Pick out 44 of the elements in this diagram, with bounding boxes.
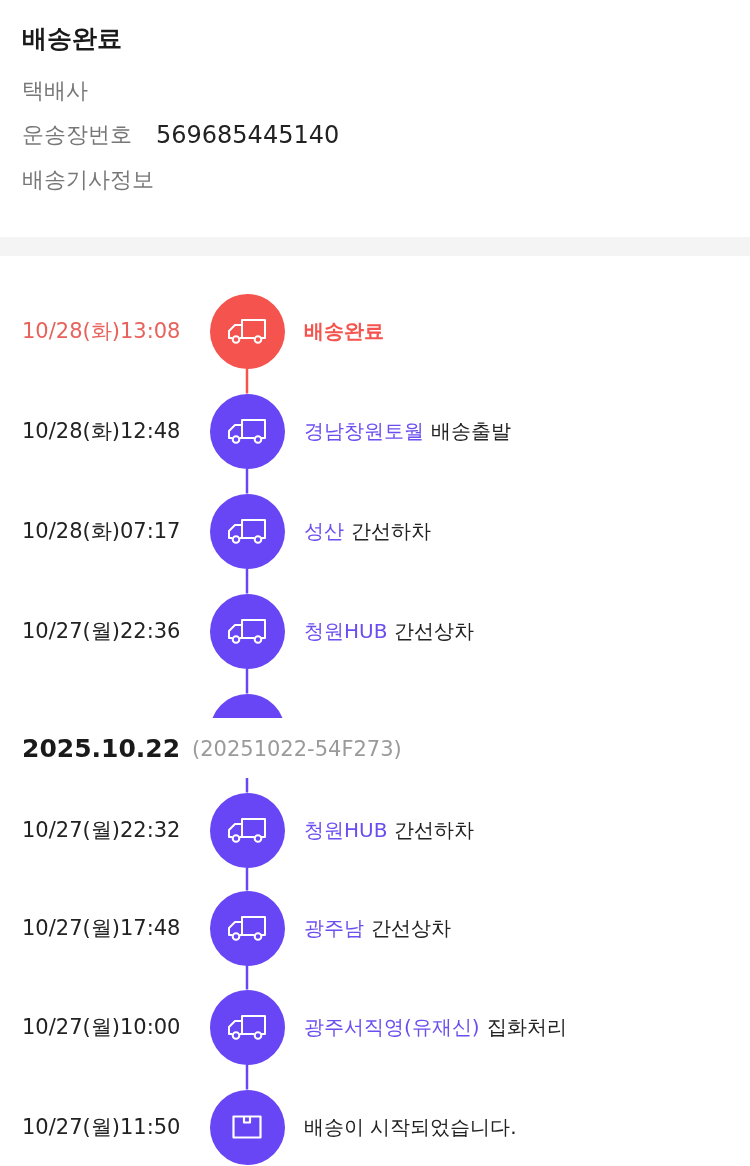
status-circle bbox=[209, 792, 285, 868]
location-text: 경남창원토월 bbox=[304, 417, 424, 445]
connector-line bbox=[245, 668, 249, 694]
connector-line bbox=[245, 965, 249, 990]
order-number: (20251022-54F273) bbox=[192, 737, 402, 761]
location-text: 청원HUB bbox=[304, 816, 388, 844]
status-circle bbox=[209, 989, 285, 1065]
order-date: 2025.10.22 bbox=[22, 733, 181, 763]
location-text: 광주남 bbox=[304, 914, 364, 942]
connector-line bbox=[245, 468, 249, 494]
status-circle bbox=[209, 493, 285, 569]
location-text: 청원HUB bbox=[304, 617, 388, 645]
field-label: 택배사 bbox=[22, 77, 88, 105]
section-title: 배송완료 bbox=[22, 22, 122, 55]
timestamp: 10/28(화)13:08 bbox=[22, 318, 181, 345]
status-text: 간선상차 bbox=[394, 617, 475, 645]
status-text: 간선상차 bbox=[371, 914, 451, 942]
status-circle bbox=[209, 1089, 285, 1165]
status-circle bbox=[209, 890, 285, 966]
location-text: 성산 bbox=[304, 517, 344, 545]
timestamp: 10/27(월)10:00 bbox=[22, 1014, 181, 1041]
timestamp: 10/28(화)12:48 bbox=[22, 418, 181, 445]
status-text: 배송이 시작되었습니다. bbox=[304, 1113, 517, 1141]
status-circle bbox=[209, 293, 285, 369]
status-text: 배송완료 bbox=[304, 317, 384, 345]
status-text: 배송출발 bbox=[431, 417, 511, 445]
timestamp: 10/27(월)17:48 bbox=[22, 915, 181, 942]
field-label: 운송장번호 bbox=[22, 121, 132, 149]
status-text: 집화처리 bbox=[486, 1013, 567, 1041]
status-circle bbox=[209, 393, 285, 469]
connector-line bbox=[245, 568, 249, 594]
connector-line bbox=[245, 368, 249, 394]
timestamp: 10/27(월)22:36 bbox=[22, 618, 181, 645]
timestamp: 10/27(월)11:50 bbox=[22, 1114, 181, 1141]
tracking-number: 569685445140 bbox=[156, 121, 340, 149]
location-text: 광주서직영(유재신) bbox=[304, 1013, 480, 1041]
timestamp: 10/28(화)07:17 bbox=[22, 518, 181, 545]
status-text: 간선하차 bbox=[394, 816, 475, 844]
timestamp: 10/27(월)22:32 bbox=[22, 817, 181, 844]
field-label: 배송기사정보 bbox=[22, 166, 154, 194]
connector-line bbox=[245, 1064, 249, 1090]
status-text: 간선하차 bbox=[351, 517, 431, 545]
connector-line bbox=[245, 867, 249, 891]
status-circle bbox=[209, 593, 285, 669]
